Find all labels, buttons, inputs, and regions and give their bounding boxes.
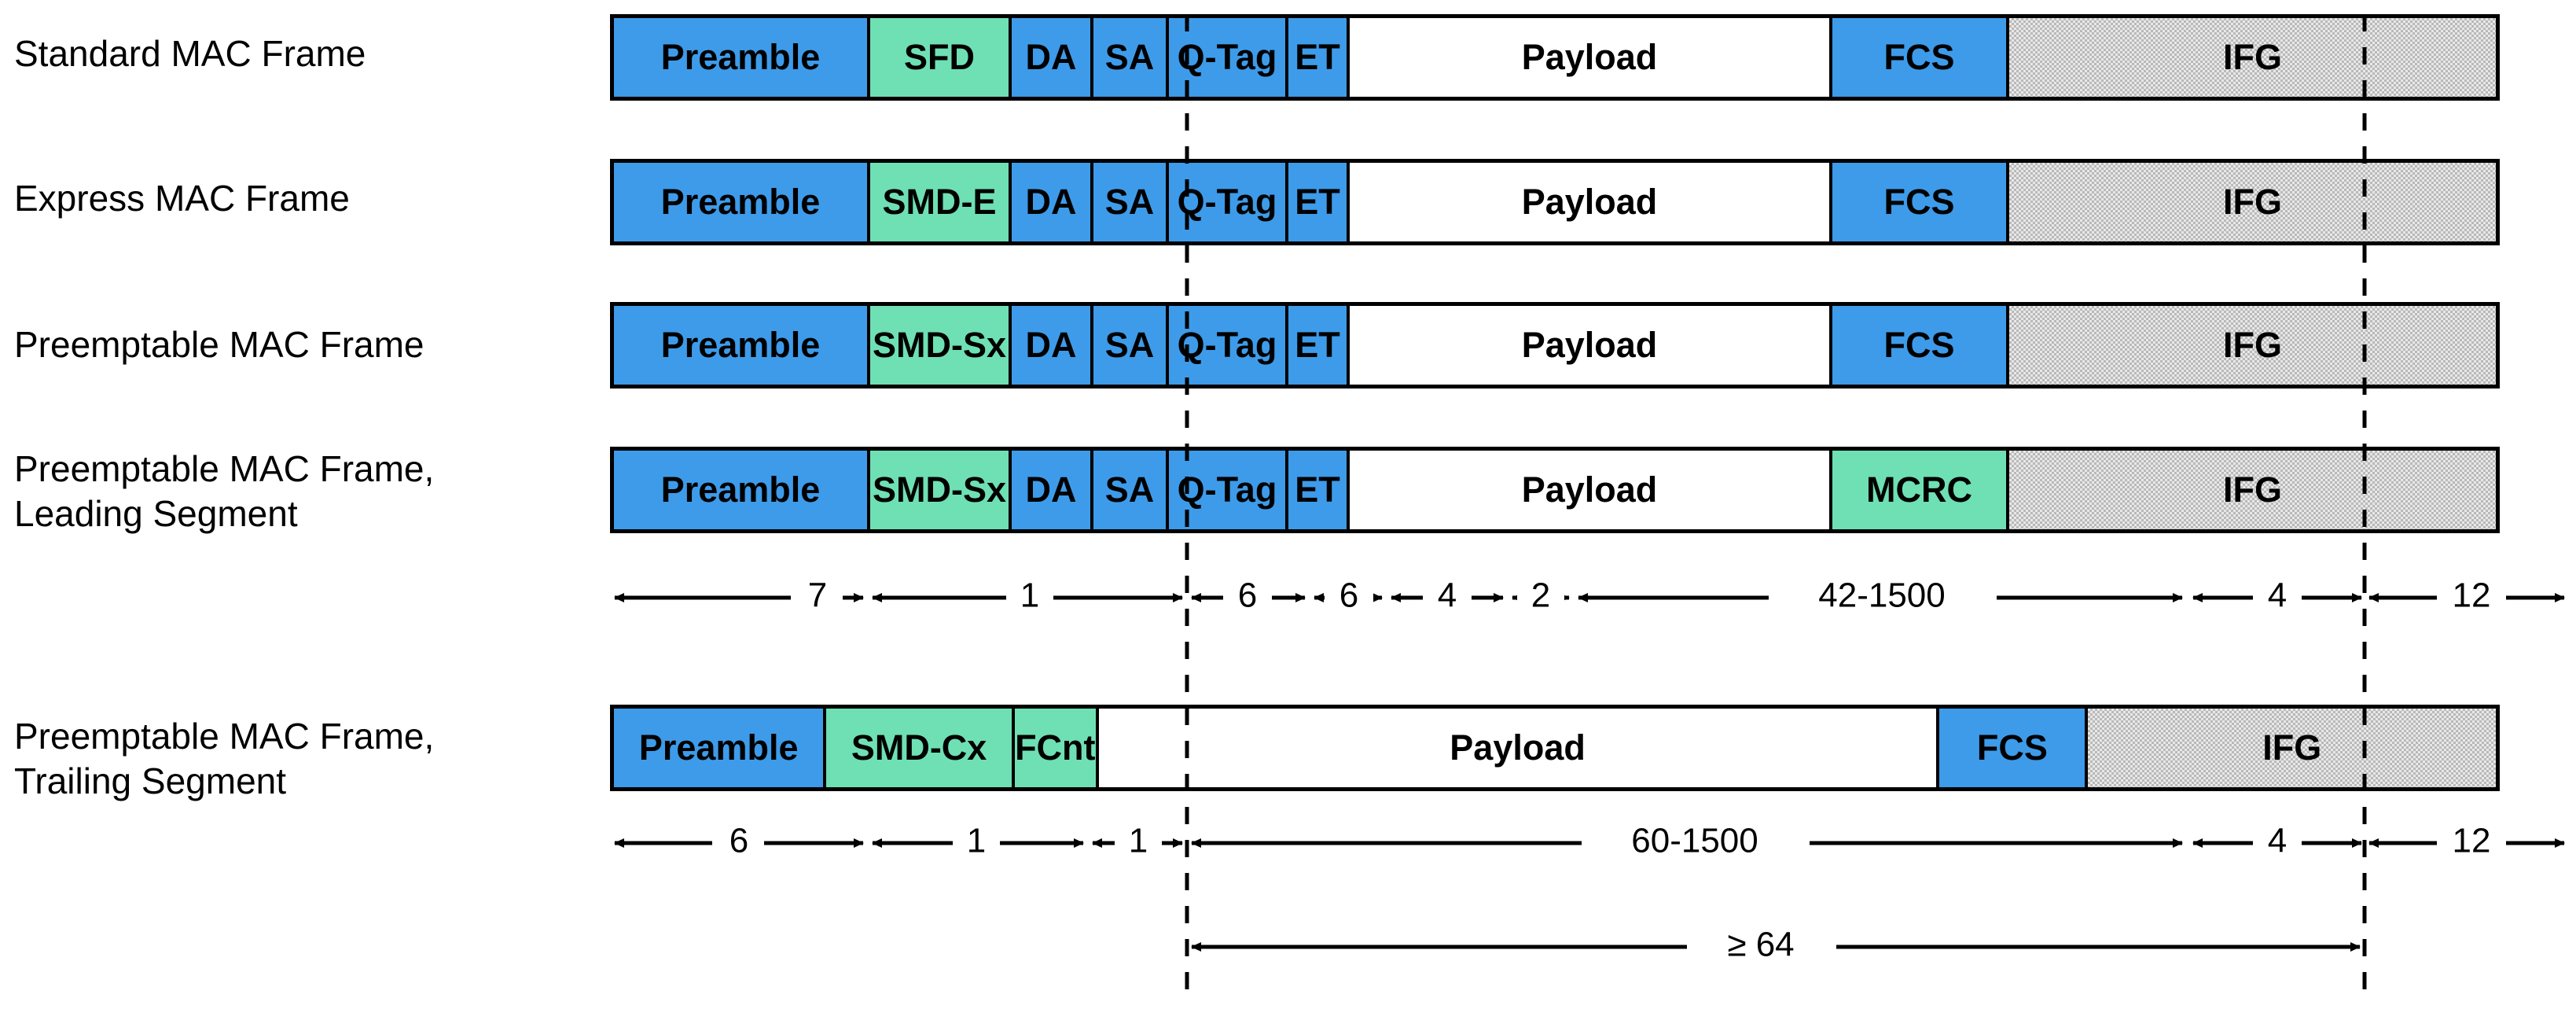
field-mcrc: MCRC <box>1832 451 2009 529</box>
dim-label-12-ifg-trailing: 12 <box>2453 822 2491 860</box>
field-ifg: IFG <box>2009 18 2496 97</box>
field-da: DA <box>1012 18 1093 97</box>
field-qtag: Q-Tag <box>1169 18 1288 97</box>
field-ifg: IFG <box>2009 163 2496 241</box>
dim-label-42-1500: 42-1500 <box>1818 576 1945 615</box>
field-da: DA <box>1012 451 1093 529</box>
frame-row-express: Preamble SMD-E DA SA Q-Tag ET Payload FC… <box>610 159 2500 245</box>
field-payload: Payload <box>1350 306 1832 385</box>
field-et: ET <box>1288 306 1350 385</box>
row-label-preemptable-mac-frame: Preemptable MAC Frame <box>14 324 424 365</box>
row-label-standard-mac-frame: Standard MAC Frame <box>14 33 366 74</box>
field-et: ET <box>1288 451 1350 529</box>
field-fcs: FCS <box>1832 163 2009 241</box>
frame-row-leading-segment: Preamble SMD-Sx DA SA Q-Tag ET Payload M… <box>610 447 2500 533</box>
dim-label-1-fcnt: 1 <box>1129 822 1148 860</box>
dim-label-4-fcs-trailing: 4 <box>2268 822 2287 860</box>
frame-row-preemptable: Preamble SMD-Sx DA SA Q-Tag ET Payload F… <box>610 302 2500 389</box>
field-sa: SA <box>1093 18 1169 97</box>
field-preamble: Preamble <box>614 709 827 787</box>
dim-label-1-smd: 1 <box>1020 576 1039 615</box>
row-label-express-mac-frame: Express MAC Frame <box>14 178 350 219</box>
field-qtag: Q-Tag <box>1169 163 1288 241</box>
field-preamble: Preamble <box>614 163 870 241</box>
field-sfd: SFD <box>870 18 1012 97</box>
field-fcs: FCS <box>1939 709 2089 787</box>
dim-label-7: 7 <box>808 576 827 615</box>
dim-label-1-smdcx: 1 <box>967 822 986 860</box>
row-label-preemptable-leading-segment: Preemptable MAC Frame, Leading Segment <box>14 448 435 534</box>
field-fcs: FCS <box>1832 306 2009 385</box>
field-sa: SA <box>1093 163 1169 241</box>
frame-row-trailing-segment: Preamble SMD-Cx FCnt Payload FCS IFG <box>610 705 2500 791</box>
field-da: DA <box>1012 163 1093 241</box>
field-et: ET <box>1288 18 1350 97</box>
dim-label-60-1500: 60-1500 <box>1631 822 1758 860</box>
dim-label-min-64: ≥ 64 <box>1727 926 1794 964</box>
frame-row-standard: Preamble SFD DA SA Q-Tag ET Payload FCS … <box>610 14 2500 101</box>
dim-row-trailing: 6 1 1 60-1500 4 12 <box>614 822 2565 863</box>
field-ifg: IFG <box>2088 709 2496 787</box>
dim-row-minimum-fragment: ≥ 64 <box>1191 924 2361 968</box>
dim-label-12-ifg: 12 <box>2453 576 2491 615</box>
field-ifg: IFG <box>2009 306 2496 385</box>
dim-label-6-preamble: 6 <box>729 822 748 860</box>
field-fcnt: FCnt <box>1014 709 1099 787</box>
dim-label-4-fcs: 4 <box>2268 576 2287 615</box>
dim-label-4-qtag: 4 <box>1438 576 1457 615</box>
field-smd-e: SMD-E <box>870 163 1012 241</box>
field-smd-sx: SMD-Sx <box>870 306 1012 385</box>
field-sa: SA <box>1093 306 1169 385</box>
field-da: DA <box>1012 306 1093 385</box>
field-smd-cx: SMD-Cx <box>826 709 1015 787</box>
dim-label-6-sa: 6 <box>1339 576 1358 615</box>
field-payload: Payload <box>1350 451 1832 529</box>
field-ifg: IFG <box>2009 451 2496 529</box>
field-preamble: Preamble <box>614 18 870 97</box>
field-qtag: Q-Tag <box>1169 306 1288 385</box>
field-preamble: Preamble <box>614 306 870 385</box>
field-payload: Payload <box>1350 163 1832 241</box>
field-payload: Payload <box>1350 18 1832 97</box>
field-sa: SA <box>1093 451 1169 529</box>
row-label-preemptable-trailing-segment: Preemptable MAC Frame, Trailing Segment <box>14 716 435 801</box>
field-qtag: Q-Tag <box>1169 451 1288 529</box>
field-smd-sx: SMD-Sx <box>870 451 1012 529</box>
field-fcs: FCS <box>1832 18 2009 97</box>
dim-row-leading: 7 1 6 6 4 2 42-1500 <box>614 576 2565 617</box>
field-payload: Payload <box>1098 709 1940 787</box>
dim-label-6-da: 6 <box>1238 576 1257 615</box>
dim-label-2-et: 2 <box>1531 576 1550 615</box>
field-et: ET <box>1288 163 1350 241</box>
field-preamble: Preamble <box>614 451 870 529</box>
